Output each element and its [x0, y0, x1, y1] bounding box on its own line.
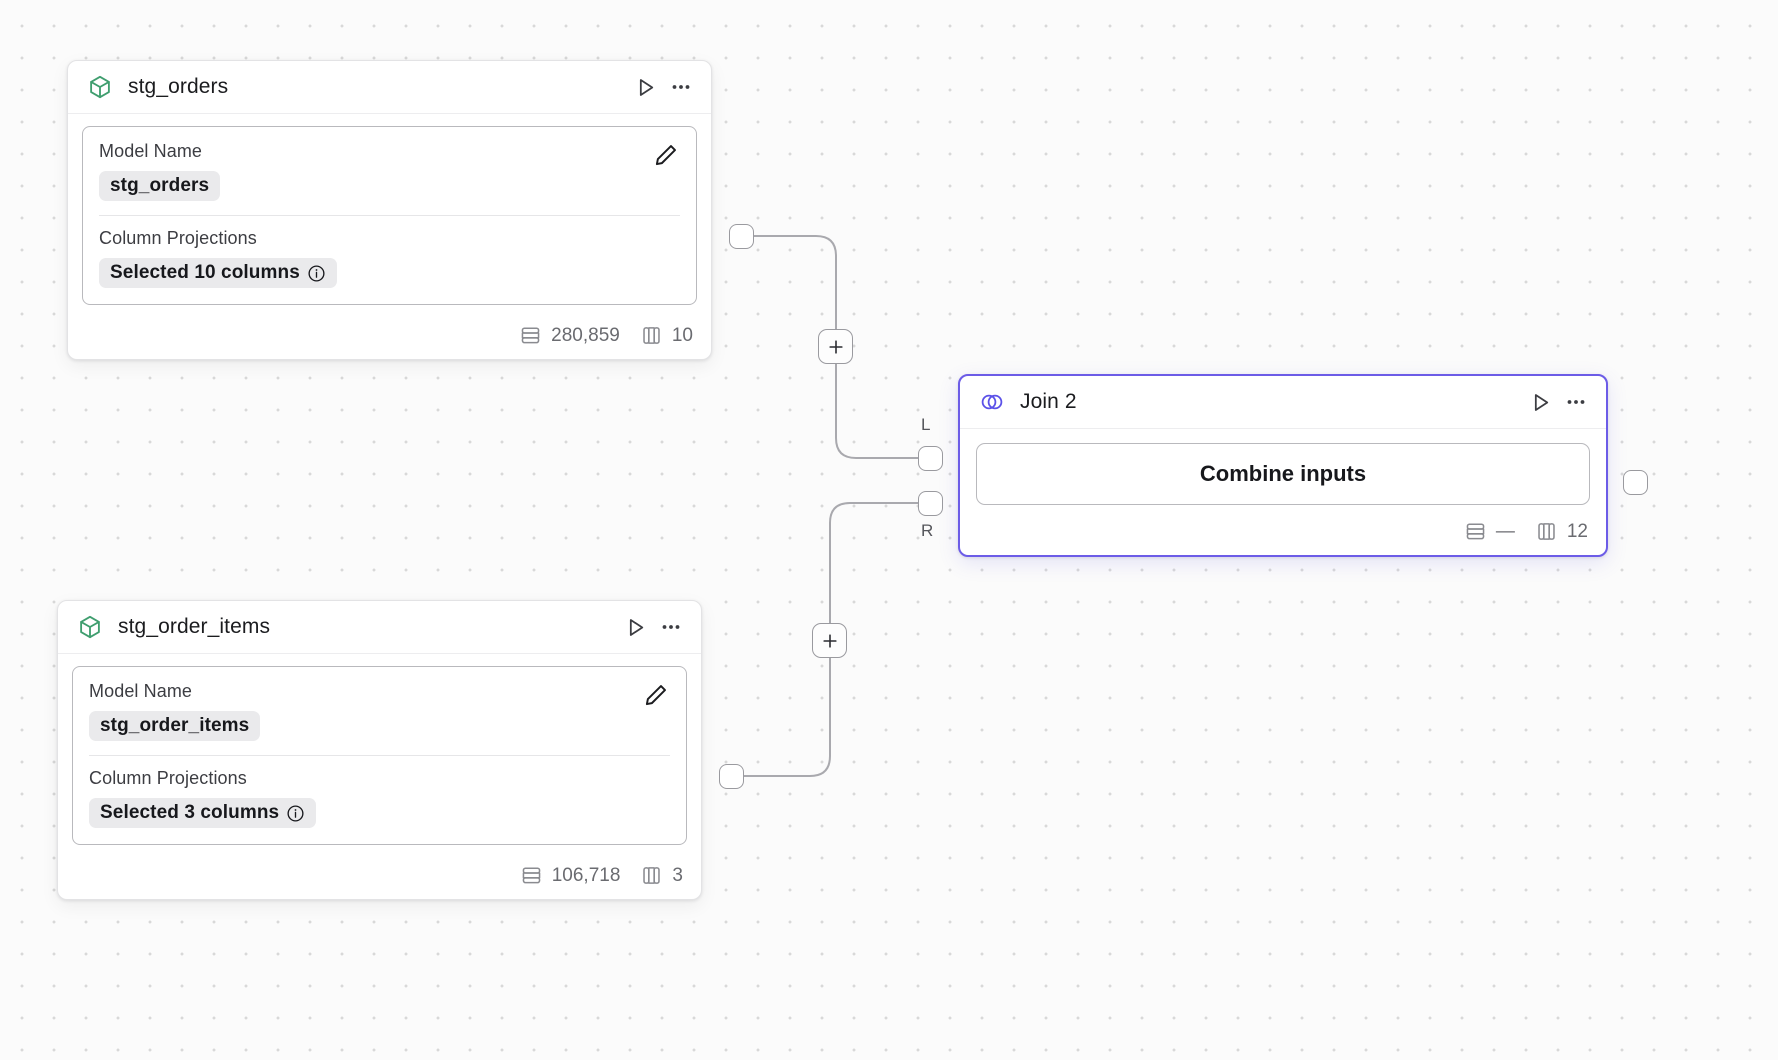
input-port-label-left: L: [921, 415, 931, 434]
cube-icon: [76, 613, 104, 641]
node-title: stg_order_items: [118, 615, 271, 638]
input-port-left-join-2[interactable]: [918, 446, 943, 471]
field-label: Column Projections: [89, 768, 247, 788]
node-header: Join 2: [960, 376, 1606, 429]
node-stg-orders[interactable]: stg_orders Model Name stg_orders: [67, 60, 712, 360]
column-count-value: 12: [1566, 520, 1588, 542]
column-count-stat: 3: [640, 864, 683, 887]
play-icon[interactable]: [631, 73, 659, 101]
column-projections-value[interactable]: Selected 10 columns: [99, 258, 337, 288]
node-title: stg_orders: [128, 75, 229, 98]
field-divider: [99, 215, 680, 216]
play-icon[interactable]: [1526, 388, 1554, 416]
row-count-stat: 106,718: [520, 864, 621, 887]
node-body: Combine inputs: [960, 429, 1606, 511]
model-config-card: Model Name stg_order_items Column Projec…: [72, 666, 687, 845]
column-count-value: 3: [672, 864, 683, 886]
input-port-label-right: R: [921, 521, 934, 540]
row-count-value: 280,859: [551, 324, 620, 346]
cube-icon: [86, 73, 114, 101]
column-count-stat: 10: [640, 324, 693, 347]
more-horizontal-icon[interactable]: [1562, 388, 1590, 416]
row-count-stat: 280,859: [519, 324, 620, 347]
field-label: Column Projections: [99, 228, 257, 248]
column-count-stat: 12: [1535, 520, 1588, 543]
pencil-icon[interactable]: [642, 681, 670, 709]
more-horizontal-icon[interactable]: [667, 73, 695, 101]
field-label: Model Name: [99, 141, 203, 161]
venn-join-icon: [978, 388, 1006, 416]
rows-icon: [520, 864, 543, 887]
output-port-join-2[interactable]: [1623, 470, 1648, 495]
model-config-card: Model Name stg_orders Column Projections…: [82, 126, 697, 305]
columns-icon: [640, 324, 663, 347]
column-projections-field: Column Projections Selected 3 columns: [89, 768, 670, 828]
row-count-value: 106,718: [551, 864, 621, 886]
column-projections-value[interactable]: Selected 3 columns: [89, 798, 317, 828]
rows-icon: [1464, 520, 1487, 543]
model-name-field: Model Name stg_order_items: [89, 681, 670, 741]
more-horizontal-icon[interactable]: [657, 613, 685, 641]
rows-icon: [519, 324, 542, 347]
pill-text: Selected 3 columns: [100, 802, 280, 823]
model-name-field: Model Name stg_orders: [99, 141, 680, 201]
combine-inputs-button[interactable]: Combine inputs: [976, 443, 1590, 505]
info-icon[interactable]: [286, 804, 305, 823]
input-port-right-join-2[interactable]: [918, 491, 943, 516]
node-header: stg_orders: [68, 61, 711, 114]
model-name-value[interactable]: stg_order_items: [89, 711, 261, 741]
node-title: Join 2: [1020, 390, 1077, 413]
pill-text: Selected 10 columns: [110, 262, 300, 283]
node-stg-order-items[interactable]: stg_order_items Model Name stg_order_ite…: [57, 600, 702, 900]
add-node-button-upper[interactable]: [818, 329, 853, 364]
field-divider: [89, 755, 670, 756]
row-count-value: —: [1495, 520, 1515, 542]
node-header: stg_order_items: [58, 601, 701, 654]
node-join-2[interactable]: Join 2 Combine inputs: [958, 374, 1608, 557]
pencil-icon[interactable]: [652, 141, 680, 169]
model-name-value[interactable]: stg_orders: [99, 171, 221, 201]
add-node-button-lower[interactable]: [812, 623, 847, 658]
columns-icon: [1535, 520, 1558, 543]
node-footer: 280,859 10: [68, 315, 711, 359]
node-body: Model Name stg_orders Column Projections…: [68, 114, 711, 315]
field-label: Model Name: [89, 681, 193, 701]
column-projections-field: Column Projections Selected 10 columns: [99, 228, 680, 288]
node-footer: — 12: [960, 511, 1606, 555]
columns-icon: [640, 864, 663, 887]
output-port-stg-orders[interactable]: [729, 224, 754, 249]
row-count-stat: —: [1464, 520, 1515, 543]
info-icon[interactable]: [307, 264, 326, 283]
output-port-stg-order-items[interactable]: [719, 764, 744, 789]
play-icon[interactable]: [621, 613, 649, 641]
column-count-value: 10: [671, 324, 693, 346]
node-footer: 106,718 3: [58, 855, 701, 899]
node-body: Model Name stg_order_items Column Projec…: [58, 654, 701, 855]
